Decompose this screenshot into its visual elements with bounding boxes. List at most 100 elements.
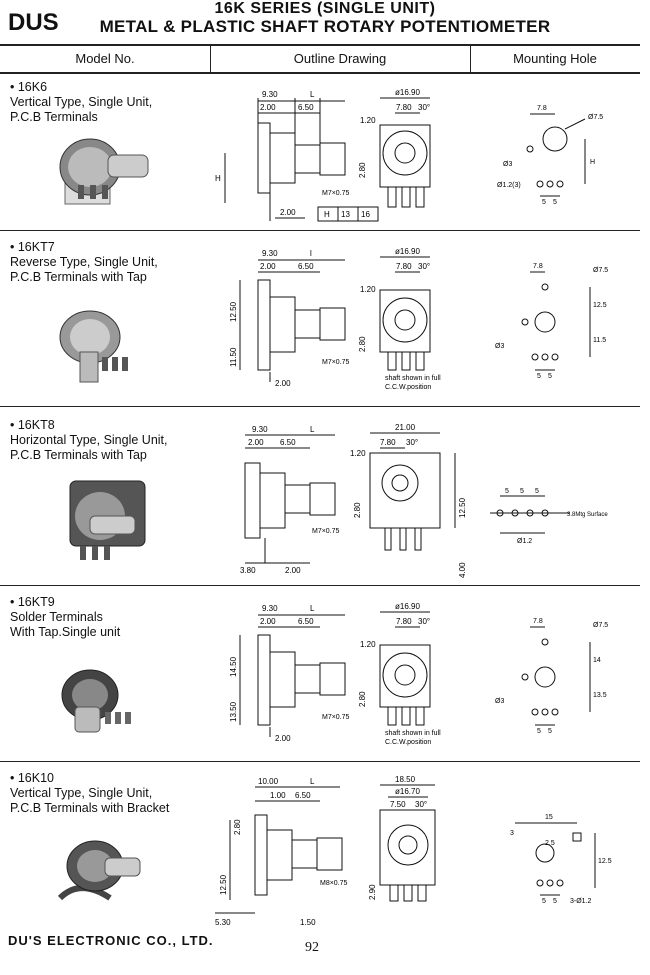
dim-label: 2.00	[275, 734, 291, 743]
dim-label: 12.50	[458, 497, 467, 518]
mounting-drawing: 7.8 Ø7.5 Ø3 12.5 11.5 5 5	[495, 263, 608, 380]
note-text: shaft shown in full	[385, 730, 441, 737]
dim-label: 7.80	[396, 262, 412, 271]
column-model: Model No.	[75, 51, 135, 66]
dim-label: Ø1.2(3)	[497, 182, 521, 189]
dim-label: 30°	[418, 262, 430, 271]
model-name: • 16K10	[10, 771, 54, 785]
mounting-drawing: 7.8 Ø7.5 Ø3 14 13.5 5 5	[495, 618, 608, 735]
row-divider	[0, 761, 640, 762]
dim-label: H	[590, 159, 595, 166]
model-desc: With Tap.Single unit	[10, 625, 121, 639]
dim-label: 12.5	[593, 302, 607, 309]
dim-label: 3.80	[240, 566, 256, 575]
row-divider	[0, 585, 640, 586]
dim-label: 1.20	[360, 116, 376, 125]
dim-label: 2.5	[545, 840, 555, 847]
dim-label: 1.50	[300, 918, 316, 927]
model-desc: Vertical Type, Single Unit,	[10, 95, 153, 109]
dim-label: L	[310, 604, 315, 613]
model-text: • 16K10 Vertical Type, Single Unit, P.C.…	[10, 771, 169, 816]
dim-label: 4.00	[458, 562, 467, 578]
dim-label: 21.00	[395, 423, 416, 432]
dim-label: 2.80	[358, 691, 367, 707]
page-header: DUS 16K SERIES (SINGLE UNIT) METAL & PLA…	[0, 0, 650, 40]
dim-label: 7.50	[390, 800, 406, 809]
divider	[210, 46, 211, 72]
dim-label: 13.5	[593, 692, 607, 699]
model-text: • 16KT9 Solder Terminals With Tap.Single…	[10, 595, 120, 640]
dim-label: 18.50	[395, 775, 416, 784]
dim-label: 7.80	[396, 103, 412, 112]
dim-label: 2.00	[260, 617, 276, 626]
model-row: • 16K6 Vertical Type, Single Unit, P.C.B…	[0, 72, 640, 227]
table-cell: 16	[361, 210, 370, 219]
dim-label: 5	[553, 199, 557, 206]
dim-label: 2.90	[368, 884, 377, 900]
note-text: C.C.W.position	[385, 384, 431, 391]
dim-label: 14.50	[229, 656, 238, 677]
dim-label: M7×0.75	[322, 190, 350, 197]
note-text: shaft shown in full	[385, 375, 441, 382]
dim-label: 13.50	[229, 701, 238, 722]
model-desc: Solder Terminals	[10, 610, 103, 624]
dim-label: 5	[535, 488, 539, 495]
dim-label: 7.8	[533, 263, 543, 270]
table-cell: 13	[341, 210, 350, 219]
dim-label: 6.50	[280, 438, 296, 447]
dim-label: 7.80	[396, 617, 412, 626]
dim-label: 2.80	[358, 336, 367, 352]
dim-label: 9.30	[262, 249, 278, 258]
model-row: • 16KT7 Reverse Type, Single Unit, P.C.B…	[0, 232, 640, 404]
dim-label: 1.20	[360, 285, 376, 294]
mounting-drawing: 5 5 5 3.8Mtg Surface Ø1.2	[490, 488, 608, 545]
dim-label: 12.50	[229, 301, 238, 322]
dim-label: 10.00	[258, 777, 279, 786]
dim-label: 5	[548, 373, 552, 380]
dim-label: 2.00	[248, 438, 264, 447]
dim-label: 2.80	[353, 502, 362, 518]
dim-label: 2.80	[358, 162, 367, 178]
product-photo	[57, 840, 141, 901]
model-name: • 16KT7	[10, 240, 55, 254]
model-row: • 16KT9 Solder Terminals With Tap.Single…	[0, 587, 640, 759]
product-photo	[69, 480, 146, 560]
dim-label: 2.80	[233, 819, 242, 835]
dim-label: 5	[548, 728, 552, 735]
product-photo	[61, 669, 131, 733]
dim-label: 5	[520, 488, 524, 495]
title-line-1: 16K SERIES (SINGLE UNIT)	[214, 0, 436, 17]
outline-drawing: 9.30 l 2.00 6.50 ø16.90 7.80 30° 1.20 2.…	[229, 247, 441, 391]
dim-label: 9.30	[262, 604, 278, 613]
model-text: • 16KT8 Horizontal Type, Single Unit, P.…	[10, 418, 168, 463]
dus-logo: DUS	[6, 6, 66, 36]
dim-label: M8×0.75	[320, 880, 348, 887]
column-header: Model No. Outline Drawing Mounting Hole	[0, 44, 640, 74]
model-desc: Horizontal Type, Single Unit,	[10, 433, 168, 447]
dim-label: 30°	[418, 103, 430, 112]
dim-label: 12.5	[598, 858, 612, 865]
dim-label: L	[310, 425, 315, 434]
model-text: • 16KT7 Reverse Type, Single Unit, P.C.B…	[10, 240, 158, 285]
dim-label: 2.00	[260, 103, 276, 112]
table-cell: H	[324, 210, 330, 219]
model-row: • 16K10 Vertical Type, Single Unit, P.C.…	[0, 763, 640, 927]
dim-label: 7.8	[537, 105, 547, 112]
dim-label: ø16.90	[395, 247, 420, 256]
dim-label: ø16.90	[395, 88, 420, 97]
outline-drawing: 9.30 L 2.00 6.50 21.00 7.80 30° 1.20 2.8…	[240, 423, 467, 578]
dim-label: Ø7.5	[593, 622, 608, 629]
dim-label: Ø7.5	[588, 114, 603, 121]
dim-label: 5	[553, 898, 557, 905]
dim-label: Ø3	[495, 698, 504, 705]
dim-label: 2.00	[260, 262, 276, 271]
model-desc: P.C.B Terminals with Tap	[10, 270, 147, 284]
dim-label: 11.50	[229, 347, 238, 367]
dim-label: 5	[542, 199, 546, 206]
outline-drawing: 9.30 L 2.00 6.50 ø16.90 7.80 30° 1.20 2.…	[229, 602, 441, 746]
dim-label: 15	[545, 814, 553, 821]
dim-label: L	[310, 90, 315, 99]
dim-label: Ø1.2	[517, 538, 532, 545]
dim-label: 6.50	[298, 262, 314, 271]
model-name: • 16KT8	[10, 418, 55, 432]
